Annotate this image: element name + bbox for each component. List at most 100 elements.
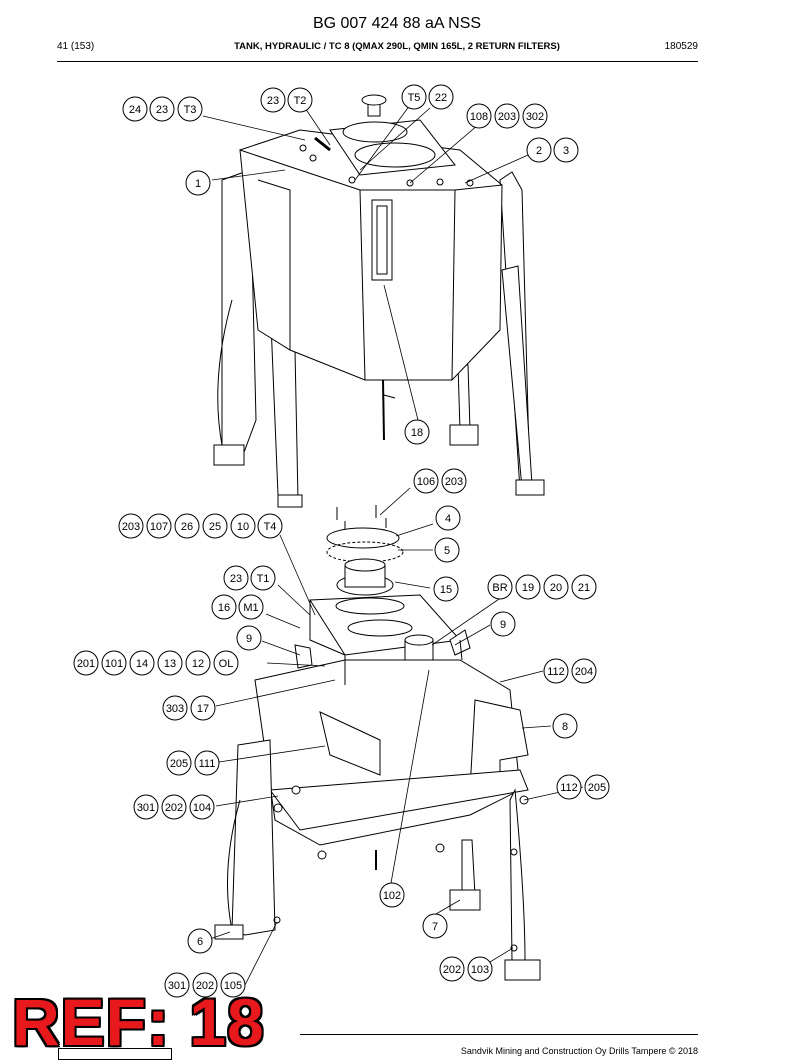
callout-106: 106 bbox=[413, 468, 439, 494]
footer-divider bbox=[300, 1034, 698, 1035]
svg-text:M1: M1 bbox=[243, 602, 258, 614]
svg-text:24: 24 bbox=[129, 104, 141, 116]
callout-102: 102 bbox=[379, 882, 405, 908]
svg-text:112: 112 bbox=[560, 782, 578, 794]
svg-text:14: 14 bbox=[136, 658, 148, 670]
svg-text:OL: OL bbox=[219, 658, 234, 670]
callout-T3: T3 bbox=[177, 96, 203, 122]
callout-21: 21 bbox=[571, 574, 597, 600]
svg-text:202: 202 bbox=[165, 802, 183, 814]
svg-text:104: 104 bbox=[193, 802, 211, 814]
callout-26: 26 bbox=[174, 513, 200, 539]
svg-text:103: 103 bbox=[471, 964, 489, 976]
svg-text:9: 9 bbox=[500, 619, 506, 631]
svg-text:204: 204 bbox=[575, 666, 593, 678]
svg-text:111: 111 bbox=[199, 758, 216, 770]
svg-text:8: 8 bbox=[562, 721, 568, 733]
callout-3: 3 bbox=[553, 137, 579, 163]
callout-203: 203 bbox=[441, 468, 467, 494]
svg-text:T3: T3 bbox=[184, 104, 197, 116]
callout-bubbles: 24 23 T3 23 T2 T5 22 108 203 302 2 3 1 1… bbox=[73, 84, 610, 998]
svg-text:23: 23 bbox=[230, 573, 242, 585]
callout-9: 9 bbox=[236, 625, 262, 651]
svg-text:12: 12 bbox=[192, 658, 204, 670]
svg-text:108: 108 bbox=[470, 111, 488, 123]
callout-22: 22 bbox=[428, 84, 454, 110]
svg-text:1: 1 bbox=[195, 178, 201, 190]
callout-23: 23 bbox=[223, 565, 249, 591]
page-description: TANK, HYDRAULIC / TC 8 (QMAX 290L, QMIN … bbox=[234, 41, 560, 52]
callout-202: 202 bbox=[439, 956, 465, 982]
svg-text:6: 6 bbox=[197, 936, 203, 948]
svg-text:205: 205 bbox=[170, 758, 188, 770]
callout-T1: T1 bbox=[250, 565, 276, 591]
svg-text:5: 5 bbox=[444, 545, 450, 557]
callout-19: 19 bbox=[515, 574, 541, 600]
svg-text:26: 26 bbox=[181, 521, 193, 533]
callout-103: 103 bbox=[467, 956, 493, 982]
callout-111: 111 bbox=[194, 750, 220, 776]
svg-text:9: 9 bbox=[246, 633, 252, 645]
svg-text:19: 19 bbox=[522, 582, 534, 594]
svg-text:13: 13 bbox=[164, 658, 176, 670]
callout-6: 6 bbox=[187, 928, 213, 954]
header-divider bbox=[57, 61, 698, 62]
callout-T5: T5 bbox=[401, 84, 427, 110]
svg-text:T4: T4 bbox=[264, 521, 277, 533]
callout-104: 104 bbox=[189, 794, 215, 820]
callout-205: 205 bbox=[166, 750, 192, 776]
svg-text:101: 101 bbox=[105, 658, 123, 670]
callout-15: 15 bbox=[433, 576, 459, 602]
svg-text:23: 23 bbox=[267, 95, 279, 107]
callout-112: 112 bbox=[543, 658, 569, 684]
svg-text:3: 3 bbox=[563, 145, 569, 157]
svg-text:2: 2 bbox=[536, 145, 542, 157]
document-title: BG 007 424 88 aA NSS bbox=[312, 15, 482, 32]
callout-205: 205 bbox=[584, 774, 610, 800]
callout-301: 301 bbox=[164, 972, 190, 998]
callout-OL: OL bbox=[213, 650, 239, 676]
svg-text:105: 105 bbox=[224, 980, 242, 992]
svg-text:107: 107 bbox=[150, 521, 168, 533]
svg-text:23: 23 bbox=[156, 104, 168, 116]
callout-2: 2 bbox=[526, 137, 552, 163]
svg-text:10: 10 bbox=[237, 521, 249, 533]
reference-stamp: REF: 18 bbox=[12, 985, 265, 1059]
svg-text:203: 203 bbox=[122, 521, 140, 533]
svg-text:22: 22 bbox=[435, 92, 447, 104]
svg-text:25: 25 bbox=[209, 521, 221, 533]
callout-302: 302 bbox=[522, 103, 548, 129]
page-number: 41 (153) bbox=[57, 41, 95, 52]
callout-T4: T4 bbox=[257, 513, 283, 539]
callout-202: 202 bbox=[192, 972, 218, 998]
callout-24: 24 bbox=[122, 96, 148, 122]
callout-BR: BR bbox=[487, 574, 513, 600]
callout-23: 23 bbox=[260, 87, 286, 113]
svg-text:205: 205 bbox=[588, 782, 606, 794]
svg-text:106: 106 bbox=[417, 476, 435, 488]
svg-text:15: 15 bbox=[440, 584, 452, 596]
callout-18: 18 bbox=[404, 419, 430, 445]
callout-303: 303 bbox=[162, 695, 188, 721]
callout-M1: M1 bbox=[238, 594, 264, 620]
callout-202: 202 bbox=[161, 794, 187, 820]
callout-T2: T2 bbox=[287, 87, 313, 113]
svg-text:4: 4 bbox=[445, 513, 451, 525]
callout-9: 9 bbox=[490, 611, 516, 637]
callout-204: 204 bbox=[571, 658, 597, 684]
svg-text:T2: T2 bbox=[294, 95, 307, 107]
svg-text:17: 17 bbox=[197, 703, 209, 715]
callout-16: 16 bbox=[211, 594, 237, 620]
callout-20: 20 bbox=[543, 574, 569, 600]
svg-text:20: 20 bbox=[550, 582, 562, 594]
callout-107: 107 bbox=[146, 513, 172, 539]
svg-text:102: 102 bbox=[383, 890, 401, 902]
footer-copyright: Sandvik Mining and Construction Oy Drill… bbox=[460, 1046, 698, 1056]
svg-text:BR: BR bbox=[492, 582, 507, 594]
callout-10: 10 bbox=[230, 513, 256, 539]
tank-assembly-exploded bbox=[214, 505, 541, 981]
callout-1: 1 bbox=[185, 170, 211, 196]
callout-203: 203 bbox=[494, 103, 520, 129]
svg-text:201: 201 bbox=[77, 658, 95, 670]
